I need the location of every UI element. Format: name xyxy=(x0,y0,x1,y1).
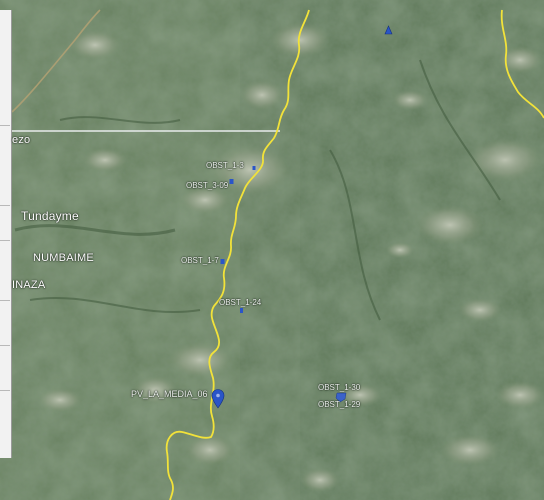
marker-label-obst-1-7: OBST_1-7 xyxy=(181,256,219,265)
place-label-numbaime: NUMBAIME xyxy=(33,252,94,264)
marker-label-obst-1-30: OBST_1-30 xyxy=(318,383,361,392)
sidebar-divider xyxy=(0,125,10,126)
marker-obst-3-09[interactable] xyxy=(229,179,234,184)
sidebar-divider xyxy=(0,205,10,206)
sidebar-divider xyxy=(0,390,10,391)
marker-obst-1-24[interactable] xyxy=(240,308,243,313)
place-label-ezo: ezo xyxy=(12,134,31,146)
map-pin-icon xyxy=(211,389,225,409)
sidebar-divider xyxy=(0,345,10,346)
sidebar-divider xyxy=(0,240,10,241)
marker-label-obst-3-09: OBST_3-09 xyxy=(186,181,229,190)
sidebar-divider xyxy=(0,300,10,301)
border-line-main xyxy=(165,9,310,500)
valley-shadows xyxy=(14,59,501,321)
border-line-northeast xyxy=(500,9,544,119)
marker-obst-1-3[interactable] xyxy=(252,166,256,170)
placemark-icon xyxy=(229,179,234,184)
triangle-marker-icon xyxy=(384,25,393,35)
placemark-icon xyxy=(240,308,243,313)
marker-obst-1-7[interactable] xyxy=(220,259,225,264)
placemark-icon xyxy=(252,166,256,170)
marker-label-obst-1-24: OBST_1-24 xyxy=(219,298,262,307)
cluster-marker-icon xyxy=(335,392,347,403)
road-line xyxy=(11,9,101,113)
marker-top-triangle[interactable] xyxy=(384,25,393,35)
placemark-icon xyxy=(220,259,225,264)
marker-label-pv-la-media-06: PV_LA_MEDIA_06 xyxy=(131,389,208,399)
marker-label-obst-1-29: OBST_1-29 xyxy=(318,400,361,409)
place-label-inaza: INAZA xyxy=(12,279,46,291)
marker-cluster-obst-1-30[interactable] xyxy=(335,392,347,403)
marker-label-obst-1-3: OBST_1-3 xyxy=(206,161,244,170)
left-sidebar-strip[interactable] xyxy=(0,10,12,458)
marker-pv-la-media-06[interactable] xyxy=(211,389,225,409)
place-label-tundayme: Tundayme xyxy=(21,209,79,223)
